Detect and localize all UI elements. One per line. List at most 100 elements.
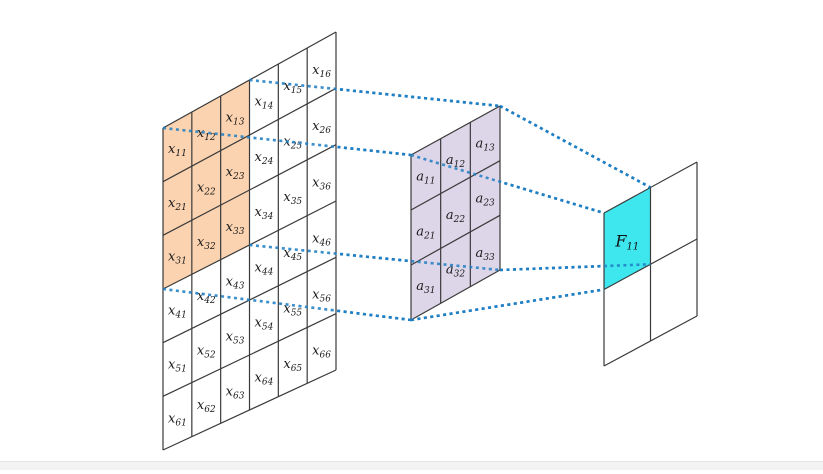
input-grid-label-x62: x62 — [197, 398, 216, 415]
input-grid-label-x61: x61 — [168, 411, 187, 428]
input-grid-label-x14: x14 — [255, 95, 274, 112]
input-grid-fill-r5c4 — [249, 285, 279, 355]
input-grid-label-x26: x26 — [312, 119, 331, 136]
connector-input-kernel-bottom-left-overlay — [162, 287, 412, 322]
input-grid-label-x11: x11 — [168, 142, 187, 159]
kernel-grid-fill-r3c1 — [411, 248, 441, 320]
input-grid-label-x23: x23 — [226, 165, 245, 182]
input-grid-label-x41: x41 — [168, 304, 187, 321]
kernel-grid-fill-r3c2 — [440, 231, 471, 304]
connector-kernel-output-top-right-overlay — [499, 104, 652, 189]
input-grid-fill-r1c2 — [191, 96, 221, 167]
input-grid-fill-r3c5 — [278, 159, 308, 231]
output-grid-fill-r1c2 — [650, 162, 697, 265]
kernel-grid-label-a22: a22 — [446, 208, 465, 225]
input-grid-label-x24: x24 — [255, 150, 274, 167]
connector-lines-overlay — [162, 78, 652, 322]
kernel-grid-label-a32: a32 — [446, 263, 465, 280]
input-grid-label-x55: x55 — [283, 302, 302, 319]
kernel-grid-fill-r2c1 — [411, 193, 441, 265]
input-grid-fill-r4c2 — [191, 259, 221, 329]
input-grid-fill-r3c2 — [191, 205, 221, 275]
input-grid-fill-r3c3 — [220, 190, 250, 260]
output-grid: F11 — [603, 161, 698, 367]
connector-input-kernel-top-right-overlay — [249, 78, 501, 108]
input-grid-fill-r2c5 — [278, 103, 308, 175]
input-grid-label-x44: x44 — [255, 260, 274, 277]
input-grid-label-x56: x56 — [312, 288, 331, 305]
connector-kernel-output-top-left-overlay — [410, 153, 605, 215]
input-grid-label-x46: x46 — [312, 231, 331, 248]
kernel-grid-label-a21: a21 — [416, 224, 435, 241]
input-grid-fill-r3c6 — [307, 144, 336, 216]
kernel-grid-fill-r1c3 — [470, 106, 500, 178]
input-grid-label-x65: x65 — [283, 357, 302, 374]
input-grid-label-x52: x52 — [197, 344, 216, 361]
kernel-grid-fill-r1c2 — [440, 122, 471, 194]
input-grid-label-x15: x15 — [283, 79, 302, 96]
kernel-grid-hline — [410, 214, 501, 266]
input-grid-label-x54: x54 — [255, 316, 274, 333]
input-grid-label-x66: x66 — [312, 344, 331, 361]
input-grid-label-x43: x43 — [226, 275, 245, 292]
kernel-grid-hline — [410, 105, 501, 156]
input-grid-fill-r6c6 — [307, 313, 336, 384]
output-grid-fill-r2c1 — [604, 264, 651, 366]
input-grid-fill-r2c1 — [163, 166, 192, 236]
input-grid-label-x64: x64 — [255, 371, 274, 388]
input-grid-fill-r5c1 — [163, 328, 192, 397]
input-grid-fill-r2c6 — [307, 88, 336, 160]
kernel-grid-hline — [410, 160, 501, 211]
input-grid-fill-r5c6 — [307, 257, 336, 328]
input-grid-fill-r3c4 — [249, 174, 279, 245]
input-grid-label-x22: x22 — [197, 181, 216, 198]
kernel-grid-label-a33: a33 — [476, 246, 495, 263]
input-grid-label-x21: x21 — [168, 196, 187, 213]
kernel-grid-label-a11: a11 — [416, 169, 435, 186]
input-grid-fill-r4c5 — [278, 215, 308, 286]
input-grid: x11x12x13x14x15x16x21x22x23x24x25x26x31x… — [162, 31, 337, 451]
input-grid-fill-r6c4 — [249, 341, 279, 410]
input-grid-label-x53: x53 — [226, 330, 245, 347]
input-grid-label-x36: x36 — [312, 175, 331, 192]
input-grid-label-x42: x42 — [197, 289, 216, 306]
input-grid-label-x12: x12 — [197, 126, 216, 143]
input-grid-fill-r6c2 — [191, 368, 221, 437]
kernel-grid-label-a13: a13 — [476, 137, 495, 154]
input-grid-fill-r5c2 — [191, 314, 221, 383]
input-grid-label-x33: x33 — [226, 220, 245, 237]
input-grid-fill-r1c3 — [220, 80, 250, 151]
kernel-grid-hline — [410, 269, 501, 321]
input-grid-fill-r6c1 — [163, 382, 192, 450]
input-grid-label-x35: x35 — [283, 190, 302, 207]
connector-kernel-output-bottom-left-overlay — [410, 288, 605, 322]
input-grid-label-x51: x51 — [168, 358, 187, 375]
bottom-strip — [0, 461, 823, 470]
input-grid-label-x13: x13 — [226, 110, 245, 127]
kernel-grid-label-a31: a31 — [416, 279, 435, 296]
input-grid-label-x34: x34 — [255, 205, 274, 222]
connector-kernel-output-bottom-right-overlay — [499, 262, 651, 272]
input-grid-fill-r6c3 — [220, 355, 250, 424]
connector-input-kernel-top-left-overlay — [162, 126, 412, 157]
kernel-grid-label-a12: a12 — [446, 153, 465, 170]
kernel-grid-fill-r2c2 — [440, 177, 471, 249]
input-grid-label-x45: x45 — [283, 246, 302, 263]
input-grid-fill-r2c4 — [249, 119, 279, 190]
input-grid-fill-r2c2 — [191, 150, 221, 221]
kernel-grid: a11 a12 a13 a21 a22 a23 a31 a32 a33 — [410, 105, 501, 321]
input-grid-fill-r6c5 — [278, 327, 308, 397]
input-grid-label-x32: x32 — [197, 235, 216, 252]
input-grid-label-x31: x31 — [168, 250, 187, 267]
input-grid-fill-r3c1 — [163, 220, 192, 289]
input-grid-label-x16: x16 — [312, 63, 331, 80]
input-grid-label-x63: x63 — [226, 384, 245, 401]
input-grid-fill-r5c3 — [220, 300, 250, 369]
output-grid-label-F11: F11 — [614, 232, 639, 253]
connector-input-kernel-bottom-right-overlay — [249, 243, 501, 272]
kernel-grid-label-a23: a23 — [476, 191, 495, 208]
input-grid-fill-r1c5 — [278, 48, 308, 120]
output-grid-fill-r2c2 — [650, 239, 697, 341]
